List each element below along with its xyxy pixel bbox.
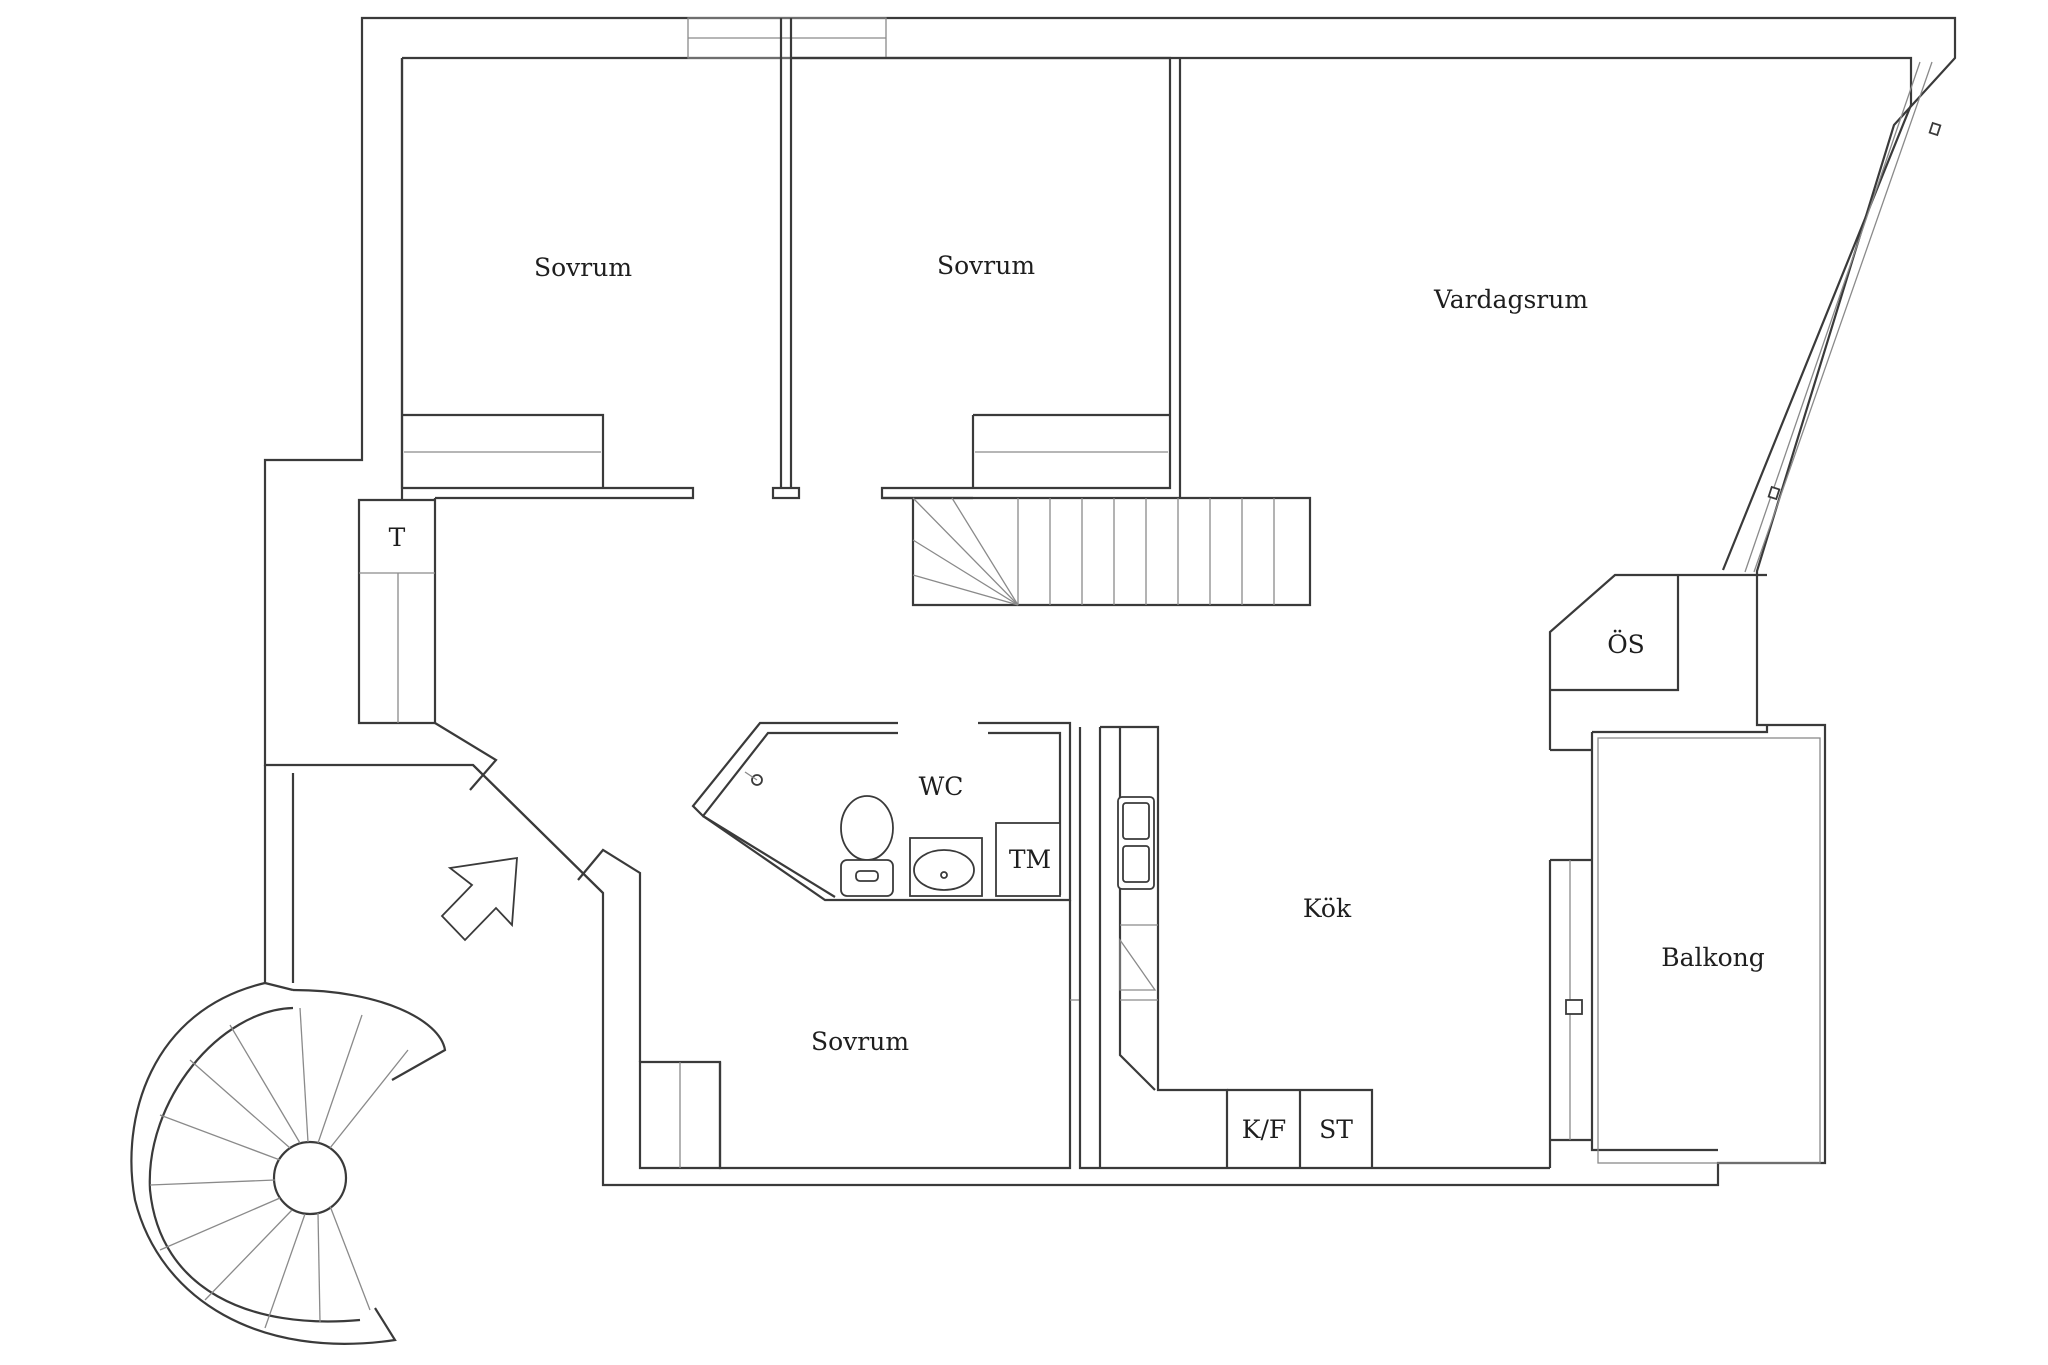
closet-os: ÖS — [1548, 573, 1767, 752]
outer-walls — [263, 16, 1957, 1187]
fixture-label-st: ST — [1319, 1115, 1353, 1144]
room-label-wc: WC — [919, 772, 964, 801]
room-label-balcony: Balkong — [1661, 943, 1765, 972]
sink-icon — [909, 837, 983, 897]
fixture-label-kf: K/F — [1242, 1115, 1286, 1144]
bedroom-1: Sovrum — [400, 18, 801, 500]
entrance-arrow-icon — [440, 856, 518, 942]
balcony: Balkong — [1548, 725, 1821, 1168]
fixture-label-os: ÖS — [1607, 630, 1645, 659]
living-room: Vardagsrum — [1433, 285, 1588, 314]
fixture-label-t: T — [389, 523, 406, 552]
stair-treads — [1049, 498, 1275, 605]
kitchen-sink-icon — [1117, 796, 1155, 890]
main-staircase — [882, 496, 1312, 607]
laundry-tm — [995, 822, 1061, 897]
toilet-icon — [840, 795, 894, 897]
room-label-kitchen: Kök — [1303, 894, 1352, 923]
entry — [263, 722, 642, 1062]
kitchen: Kök K/F ST — [1078, 725, 1550, 1170]
room-label-bedroom-2: Sovrum — [937, 251, 1035, 280]
room-label-bedroom-3: Sovrum — [811, 1027, 909, 1056]
closet-t: T — [357, 498, 437, 725]
room-label-living-room: Vardagsrum — [1433, 285, 1588, 314]
spiral-staircase — [130, 981, 447, 1345]
spiral-treads — [149, 1007, 409, 1329]
wc-room: WC TM — [691, 721, 1072, 902]
balcony-door-handle — [1565, 999, 1583, 1015]
fixture-label-tm: TM — [1009, 845, 1051, 874]
bedroom-2: Sovrum — [791, 56, 1182, 500]
bedroom-3: Sovrum — [638, 900, 1080, 1170]
room-label-bedroom-1: Sovrum — [534, 253, 632, 282]
